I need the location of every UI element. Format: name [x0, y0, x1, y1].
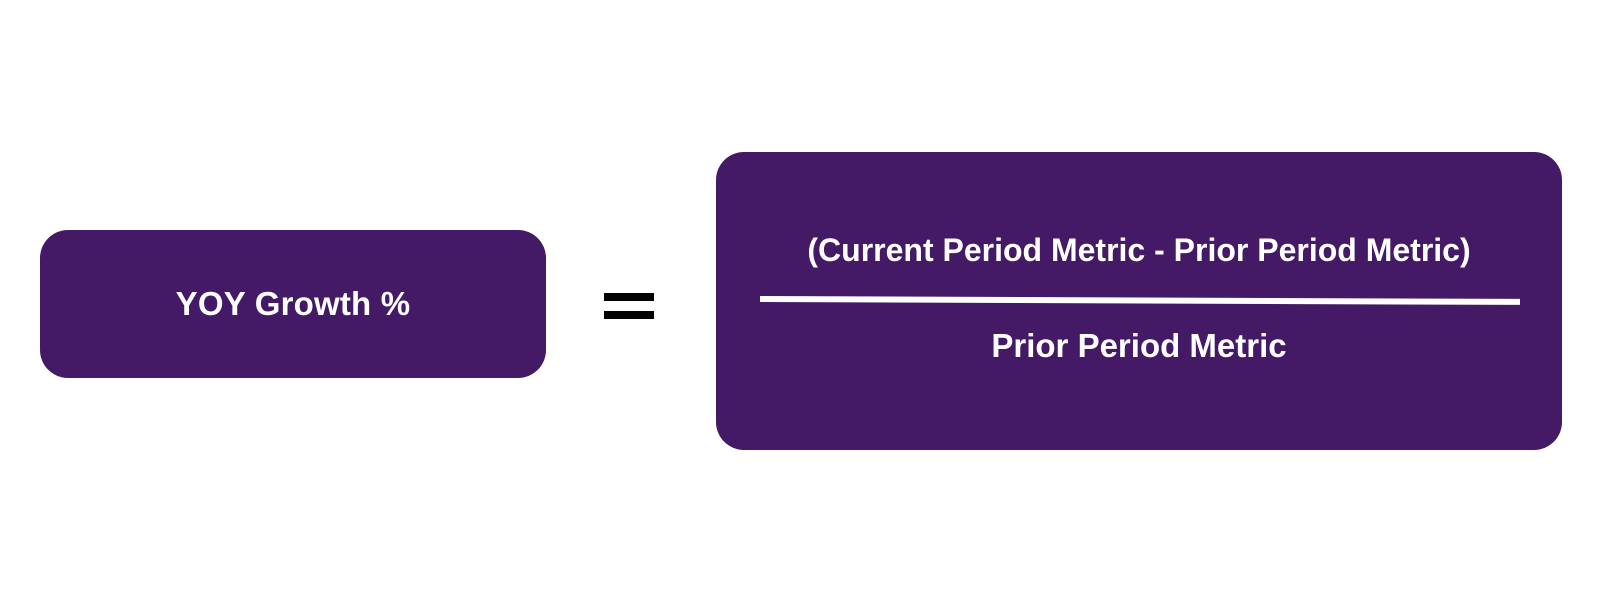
fraction-line	[759, 296, 1521, 305]
equals-bar-top	[604, 293, 654, 301]
lhs-label: YOY Growth %	[175, 285, 411, 322]
equals-sign	[598, 285, 660, 325]
fraction-denominator: Prior Period Metric	[991, 327, 1287, 364]
fraction-numerator: (Current Period Metric - Prior Period Me…	[807, 232, 1471, 268]
rhs-box: (Current Period Metric - Prior Period Me…	[716, 152, 1562, 450]
equals-bar-bottom	[604, 311, 654, 319]
lhs-box: YOY Growth %	[40, 230, 546, 378]
